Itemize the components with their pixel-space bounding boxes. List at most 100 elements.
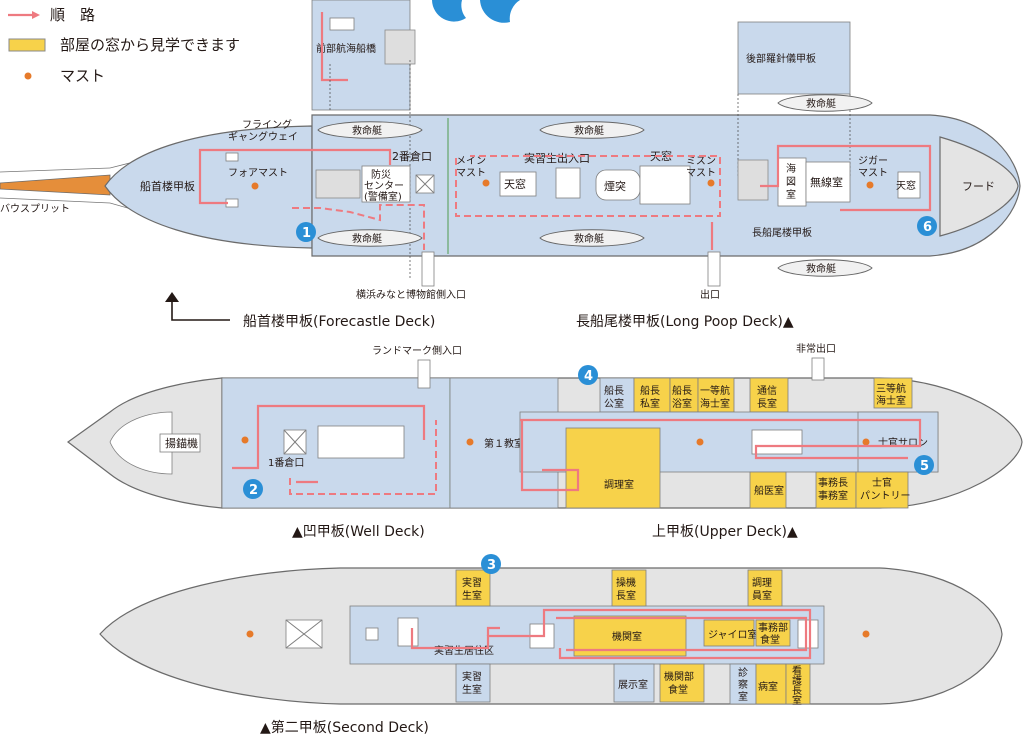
galley	[565, 427, 661, 509]
svg-text:私室: 私室	[640, 397, 660, 410]
svg-text:救命艇: 救命艇	[574, 232, 604, 245]
engine-chief-room	[611, 569, 647, 607]
svg-text:船長: 船長	[672, 384, 692, 397]
route-legend-arrow	[32, 11, 40, 19]
front-bridge-label: 前部航海船橋	[316, 42, 376, 55]
logo-mark-right	[480, 0, 520, 23]
flying-gangway-label-2: ギャングウェイ	[228, 130, 298, 143]
top-deck: バウスプリット フード 船首楼甲板 フォアマスト フライング ギャングウェイ 前…	[0, 0, 1021, 301]
lifeboat-outer-bottom: 救命艇	[777, 259, 873, 277]
forecastle-hull	[104, 125, 313, 249]
comm-chief-room	[749, 377, 789, 413]
bowsprit-label: バウスプリット	[0, 203, 70, 215]
long-poop-label: 長船尾楼甲板	[752, 226, 812, 239]
svg-text:生室: 生室	[462, 683, 482, 696]
foremast-label: フォアマスト	[228, 168, 288, 179]
svg-text:5: 5	[920, 459, 929, 474]
jigger-mast-label-2: マスト	[858, 168, 888, 179]
cargo-block	[315, 169, 361, 199]
exit-stair	[707, 251, 721, 287]
svg-text:事務長: 事務長	[818, 476, 848, 489]
landmark-stair	[417, 359, 431, 389]
third-officer-room	[873, 377, 913, 409]
stop-4-badge: 4	[578, 365, 598, 385]
captain-private	[633, 377, 671, 413]
svg-text:センター: センター	[364, 180, 404, 192]
forecastle-deck-label: 船首楼甲板	[140, 179, 195, 193]
lifeboat-mid-bottom: 救命艇	[539, 229, 645, 247]
well-fore-mast-dot	[241, 436, 249, 444]
museum-entrance-label: 横浜みなと博物館側入口	[356, 288, 466, 301]
cadet-quarters-label: 実習生居住区	[434, 644, 494, 657]
svg-text:浴室: 浴室	[672, 397, 692, 410]
svg-text:救命艇: 救命艇	[574, 124, 604, 137]
rear-bridge-label: 後部羅針儀甲板	[746, 52, 816, 65]
svg-text:天窓: 天窓	[896, 179, 916, 192]
route-upper	[520, 418, 922, 460]
middle-deck: 揚錨機 1番倉口 ランドマーク側入口 第１教室 船長 公室 船長 私室 船長 浴…	[66, 342, 1023, 509]
lifeboat-mid-top: 救命艇	[539, 121, 645, 139]
mizzen-mast-label-1: ミズン	[686, 154, 716, 167]
svg-text:通信: 通信	[757, 385, 777, 397]
svg-text:室: 室	[738, 690, 748, 703]
exhibit-room	[613, 663, 655, 703]
legend-mast: マスト	[60, 67, 105, 85]
svg-text:病室: 病室	[758, 680, 778, 693]
hood-area	[939, 136, 1019, 237]
route-well	[232, 404, 426, 470]
svg-text:調理: 調理	[752, 576, 772, 589]
svg-text:2: 2	[249, 483, 258, 498]
svg-text:看: 看	[792, 664, 802, 677]
disaster-center	[361, 165, 411, 203]
svg-text:船長: 船長	[604, 384, 624, 397]
svg-text:事務部: 事務部	[758, 621, 788, 634]
stop-2-badge: 2	[243, 479, 263, 499]
svg-text:揚錨機: 揚錨機	[165, 436, 198, 450]
forecastle-pointer	[171, 300, 230, 321]
svg-text:船長: 船長	[640, 384, 660, 397]
lifeboat-fwd-top: 救命艇	[317, 121, 423, 139]
hood-label: フード	[962, 180, 995, 193]
logo-mark-left	[432, 0, 466, 22]
svg-text:診: 診	[738, 666, 748, 679]
cook-room	[747, 569, 783, 607]
svg-text:海士室: 海士室	[876, 394, 906, 407]
main-mast-dot	[482, 179, 490, 187]
jigger-mast-dot	[866, 181, 874, 189]
stop-1-badge: 1	[296, 222, 316, 242]
svg-text:調理室: 調理室	[604, 478, 634, 491]
gyro-room	[703, 619, 755, 647]
classroom1-label: 第１教室	[484, 437, 524, 450]
svg-text:事務室: 事務室	[818, 489, 848, 502]
doctor-room	[749, 471, 787, 509]
engine-mess	[659, 663, 705, 703]
main-mast-label-1: メイン	[456, 156, 486, 167]
svg-text:1: 1	[302, 226, 311, 241]
first-officer-room	[697, 377, 735, 413]
svg-text:実習: 実習	[462, 670, 482, 683]
caption-second: ▲第二甲板(Second Deck)	[260, 719, 429, 736]
sick-bay	[755, 663, 787, 705]
legend-route: 順 路	[50, 6, 95, 24]
stop-5-badge: 5	[914, 455, 934, 475]
hatch1-block	[317, 425, 405, 459]
svg-text:公室: 公室	[604, 397, 624, 410]
svg-text:機関室: 機関室	[612, 630, 642, 643]
cadet-room-top	[455, 569, 491, 607]
skylight-fwd	[499, 171, 537, 197]
svg-text:4: 4	[584, 369, 593, 384]
svg-text:煙突: 煙突	[604, 179, 626, 193]
exit-label: 出口	[700, 288, 720, 301]
stop-6-badge: 6	[917, 216, 937, 236]
svg-text:実習: 実習	[462, 576, 482, 589]
chart-room	[777, 157, 807, 207]
svg-text:生室: 生室	[462, 589, 482, 602]
svg-text:無線室: 無線室	[810, 175, 843, 189]
svg-text:救命艇: 救命艇	[806, 262, 836, 275]
svg-text:図: 図	[786, 176, 796, 188]
second-deck: 実習生居住区 実習 生室 実習 生室 操機 長室 調理 員室 機関室 ジャイロ室…	[99, 567, 1003, 707]
svg-text:6: 6	[923, 220, 932, 235]
mizzen-mast-label-2: マスト	[686, 168, 716, 179]
skylight-aft	[897, 171, 921, 199]
